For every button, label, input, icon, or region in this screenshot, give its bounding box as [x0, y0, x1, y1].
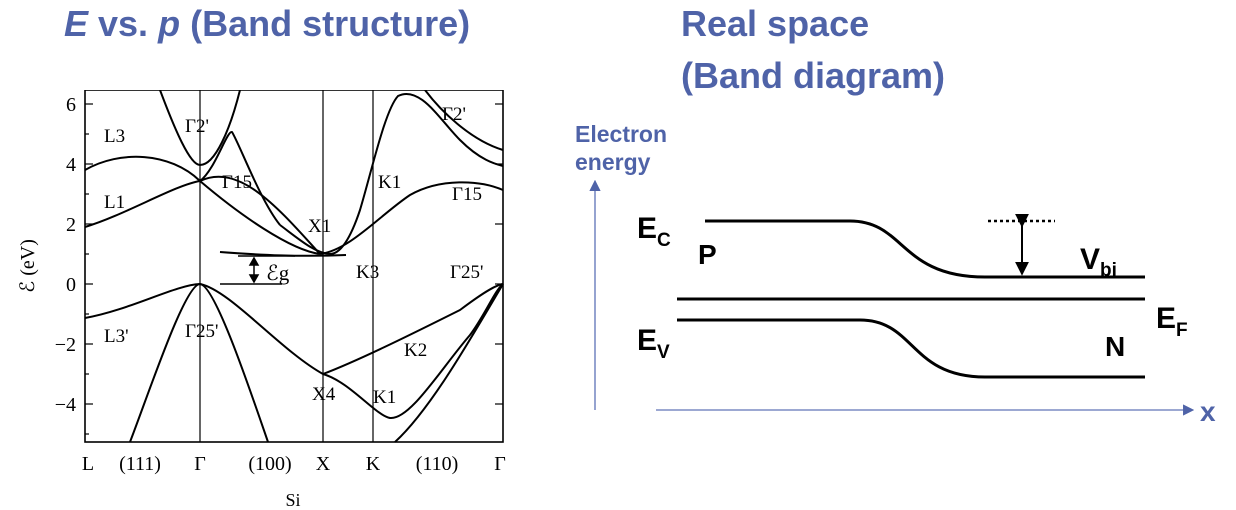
material-label: Si	[285, 490, 300, 510]
y-tick-neg4: −4	[55, 394, 76, 416]
y-tick-neg2: −2	[55, 334, 76, 356]
y-tick-4: 4	[66, 154, 76, 176]
x-tick-111: (111)	[119, 453, 161, 475]
y-tick-0: 0	[66, 274, 76, 296]
x-tick-110: (110)	[416, 453, 459, 475]
label-l3p: L3'	[104, 326, 129, 347]
left-title: E vs. p (Band structure)	[64, 4, 470, 44]
y-axis-label: ℰ (eV)	[17, 239, 39, 293]
label-k1-lower: K1	[373, 387, 396, 408]
label-gamma15-left: Γ15	[222, 172, 252, 193]
y-tick-6: 6	[66, 94, 76, 116]
label-gamma25p-right: Γ25'	[450, 262, 483, 283]
y-tick-2: 2	[66, 214, 76, 236]
title-rest: (Band structure)	[180, 3, 471, 44]
label-l3: L3	[104, 126, 125, 147]
label-k2: K2	[404, 340, 427, 361]
label-gamma2p-left: Γ2'	[185, 116, 209, 137]
ev-label: EV	[637, 324, 670, 363]
label-gamma2p-right: Γ2'	[442, 104, 466, 125]
label-gamma15-right: Γ15	[452, 184, 482, 205]
p-region-label: P	[698, 239, 717, 270]
x-tick-x: X	[316, 453, 331, 475]
valence-band	[677, 318, 1145, 379]
label-l1: L1	[104, 192, 125, 213]
label-gamma25p-mid: Γ25'	[185, 321, 218, 342]
x-tick-gamma: Γ	[194, 453, 206, 475]
label-x4: X4	[312, 384, 336, 405]
band-curves	[84, 90, 504, 443]
label-k3: K3	[356, 262, 379, 283]
band-structure-plot: 6 4 2 0 −2 −4 ℰ (eV) L (111) Γ (100) X K…	[17, 90, 506, 510]
band-gap-indicator	[220, 255, 295, 285]
x-axis-label: x	[1200, 396, 1216, 427]
n-region-label: N	[1105, 331, 1125, 362]
x-tick-k: K	[366, 453, 381, 475]
right-title-line1: Real space	[681, 3, 870, 44]
energy-label: energy	[575, 149, 651, 175]
title-p: p	[158, 3, 181, 44]
vbi-label: Vbi	[1080, 243, 1117, 281]
x-tick-100: (100)	[248, 453, 291, 475]
x-tick-l: L	[82, 453, 94, 475]
electron-label: Electron	[575, 121, 667, 147]
x-tick-gamma-end: Γ	[494, 453, 506, 475]
plot-frame	[84, 90, 504, 443]
gap-label: ℰg	[266, 261, 290, 285]
ef-label: EF	[1156, 302, 1188, 341]
title-e: E	[64, 3, 89, 44]
title-vs: vs.	[88, 3, 159, 44]
ec-label: EC	[637, 212, 671, 251]
band-diagram: Electron energy x EC P EV Vbi EF N	[575, 121, 1216, 427]
conduction-band	[705, 219, 1145, 279]
label-x1: X1	[308, 216, 331, 237]
right-title-line2: (Band diagram)	[681, 55, 946, 96]
label-k1-upper: K1	[378, 172, 401, 193]
